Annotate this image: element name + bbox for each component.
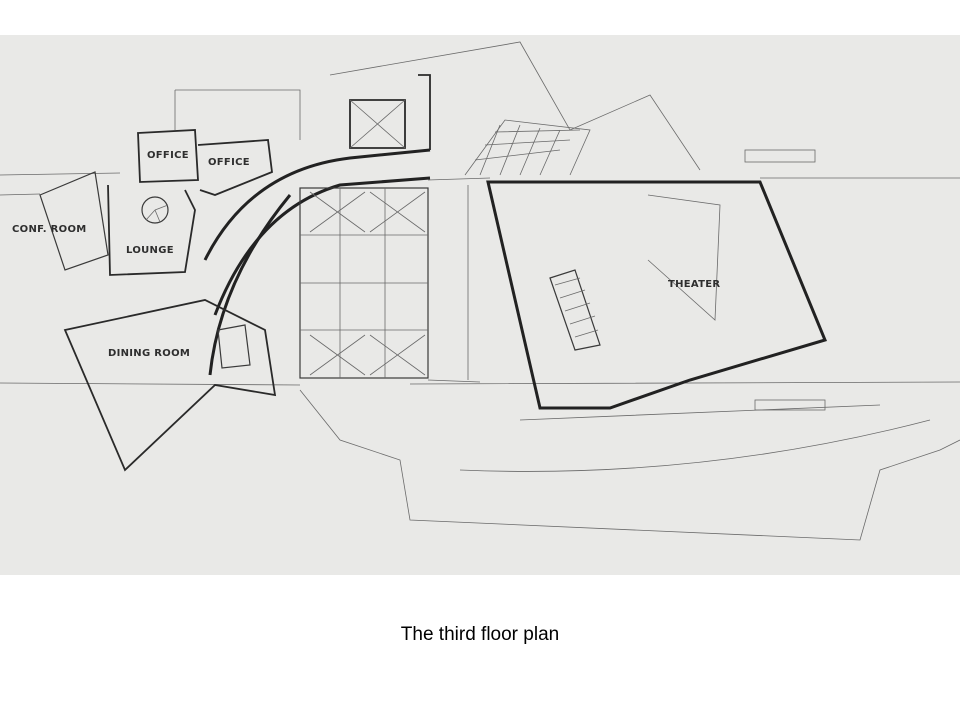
upper-outline [174, 89, 301, 140]
figure-caption: The third floor plan [400, 624, 560, 645]
office-1-label: OFFICE [147, 150, 189, 161]
office-2-wall [197, 139, 273, 196]
floor-plan-drawing: CONF. ROOM OFFICE OFFICE LOUNGE THEATER … [0, 35, 960, 575]
conf-room-wall [39, 171, 109, 271]
lounge-wall [107, 184, 196, 276]
guide-lines [0, 172, 960, 386]
spiral-stair [141, 196, 169, 224]
theater-wall [486, 180, 828, 410]
theater-stage [647, 194, 721, 321]
lower-outline [299, 389, 960, 541]
dining-room-label: DINING ROOM [108, 348, 190, 359]
stair-hatch [464, 119, 591, 176]
conf-room-label: CONF. ROOM [12, 224, 87, 235]
office-2-label: OFFICE [208, 157, 250, 168]
terrace-curve [459, 404, 931, 472]
lounge-label: LOUNGE [126, 245, 174, 256]
office-1-wall [137, 129, 199, 183]
floor-plan-svg: CONF. ROOM OFFICE OFFICE LOUNGE THEATER … [0, 41, 960, 541]
theater-stair [549, 269, 601, 351]
corridor-inner-wall [213, 176, 431, 316]
dining-service-room [217, 324, 251, 369]
corridor-outer-wall [203, 148, 431, 261]
dining-room-wall [63, 299, 277, 472]
theater-label: THEATER [668, 279, 720, 290]
roof-outline [329, 41, 701, 171]
curved-wall [208, 194, 292, 376]
